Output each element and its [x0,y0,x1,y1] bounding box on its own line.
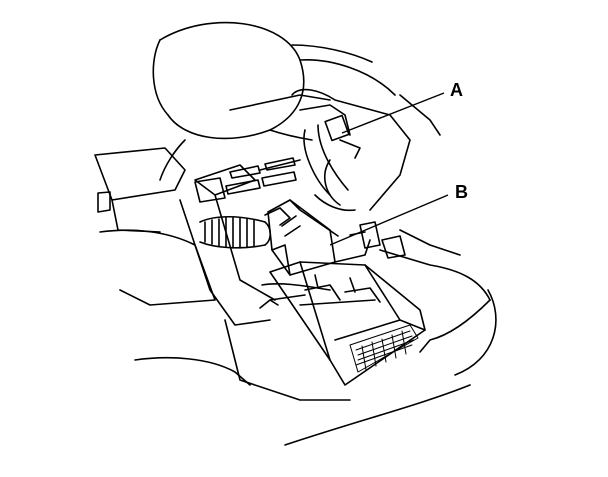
wire-harness [199,207,291,249]
bracket-a [291,88,411,212]
connector-b [267,199,371,276]
slide-out-tray [259,261,426,386]
leader-line-a [341,92,445,134]
right-trim-panel [349,221,406,259]
tray-grille [349,324,419,373]
callout-a: A [450,80,463,100]
vent-slots [194,157,297,203]
dashboard-left-panel [94,147,256,386]
callout-b: B [455,182,468,202]
leader-line-b [329,194,449,246]
center-console [179,94,497,446]
